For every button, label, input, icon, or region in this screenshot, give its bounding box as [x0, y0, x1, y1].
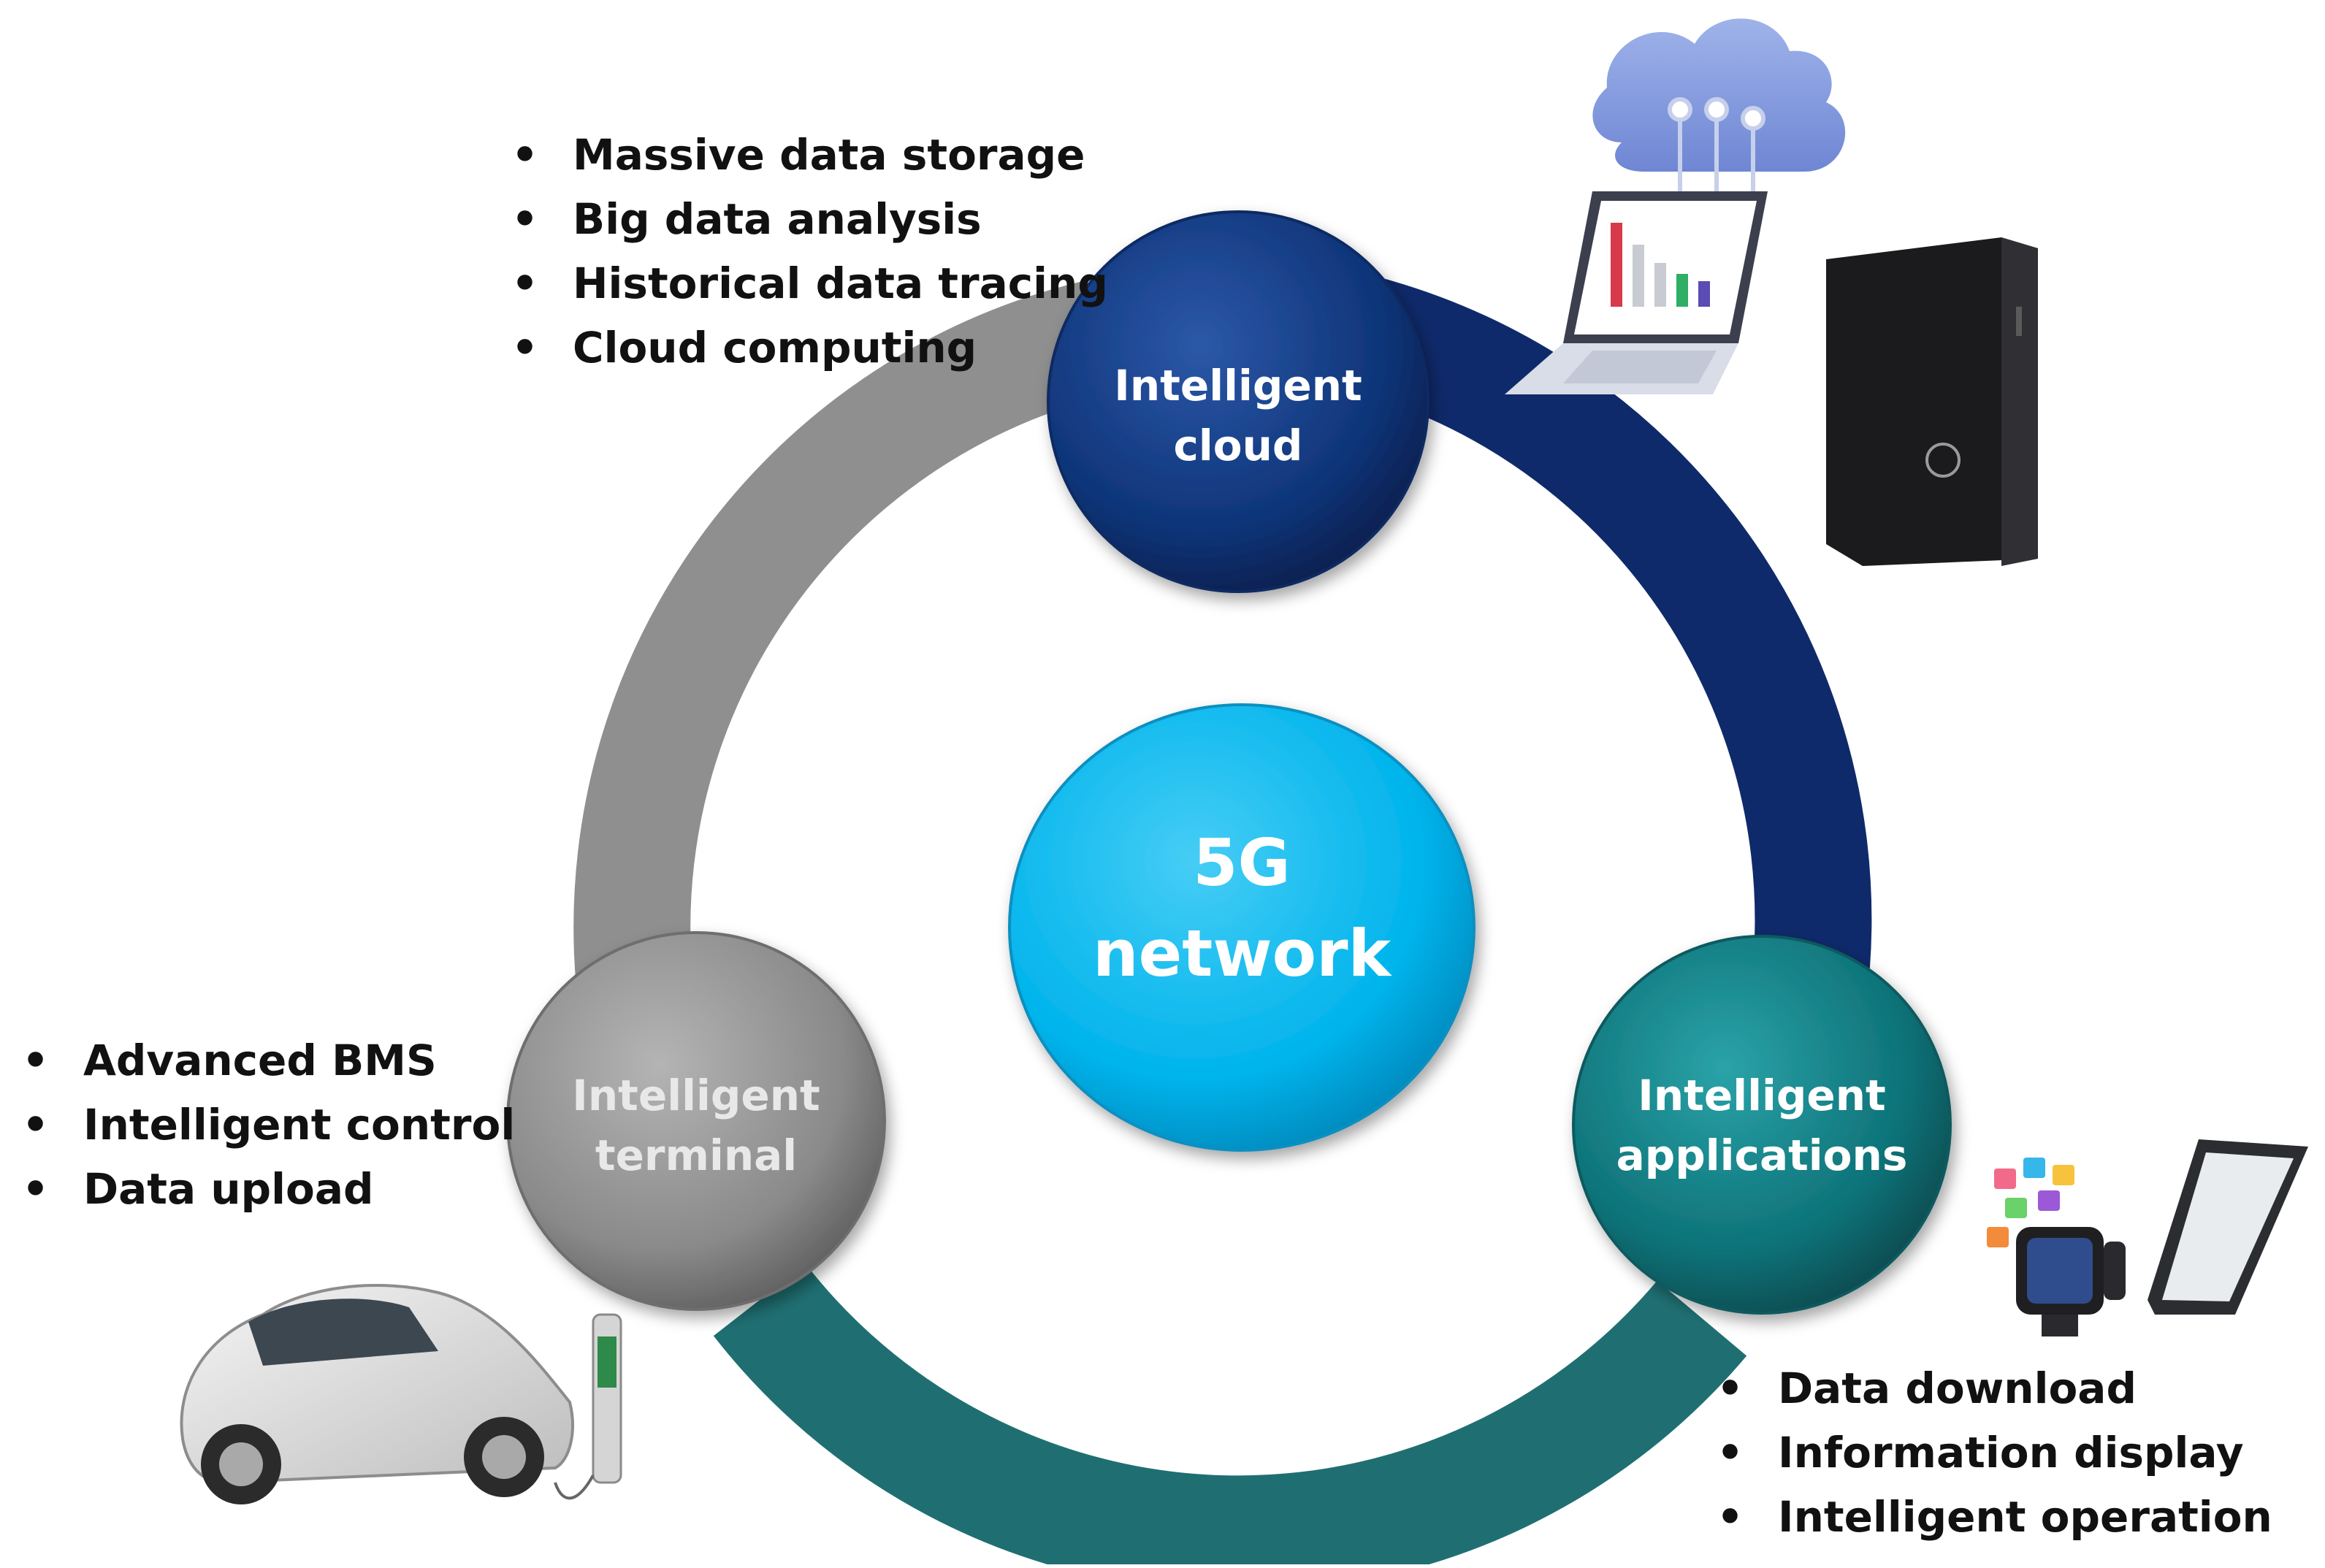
ring-arc-gray [573, 281, 1110, 1104]
cloud-node-label-line1: Intelligent [1114, 361, 1362, 410]
applications-node-label-line2: applications [1616, 1131, 1908, 1180]
cloud-feature-list: Massive data storage Big data analysis H… [511, 123, 1108, 380]
list-item: Data upload [22, 1157, 515, 1221]
applications-node [1572, 935, 1952, 1315]
list-item: Historical data tracing [511, 251, 1108, 315]
list-item: Information display [1717, 1420, 2272, 1485]
electric-car-icon [180, 1284, 574, 1504]
smartwatch-icon [1987, 1158, 2126, 1336]
ring-arc-navy [1354, 278, 1872, 1089]
list-item: Cloud computing [511, 315, 1108, 380]
center-label-line2: network [1093, 916, 1393, 991]
terminal-node-label-line2: terminal [595, 1131, 797, 1180]
laptop-icon [1505, 191, 1768, 394]
list-item: Intelligent operation [1717, 1485, 2272, 1549]
ring [573, 278, 1872, 1568]
center-label-line1: 5G [1193, 825, 1290, 900]
list-item: Advanced BMS [22, 1028, 515, 1093]
list-item: Intelligent control [22, 1093, 515, 1157]
charging-station-icon [554, 1313, 622, 1500]
center-node [1008, 703, 1475, 1152]
cloud-node-label-line2: cloud [1174, 421, 1303, 470]
ring-arc-teal [713, 1263, 1747, 1568]
desktop-tower-icon [1826, 237, 2038, 566]
applications-node-label-line1: Intelligent [1638, 1071, 1885, 1120]
applications-feature-list: Data download Information display Intell… [1717, 1356, 2272, 1549]
list-item: Data download [1717, 1356, 2272, 1420]
list-item: Big data analysis [511, 187, 1108, 251]
cloud-node [1047, 210, 1429, 593]
smartphone-icon [2148, 1139, 2308, 1315]
terminal-feature-list: Advanced BMS Intelligent control Data up… [22, 1028, 515, 1221]
list-item: Massive data storage [511, 123, 1108, 187]
terminal-node-label-line1: Intelligent [572, 1071, 820, 1120]
terminal-node [506, 931, 886, 1311]
